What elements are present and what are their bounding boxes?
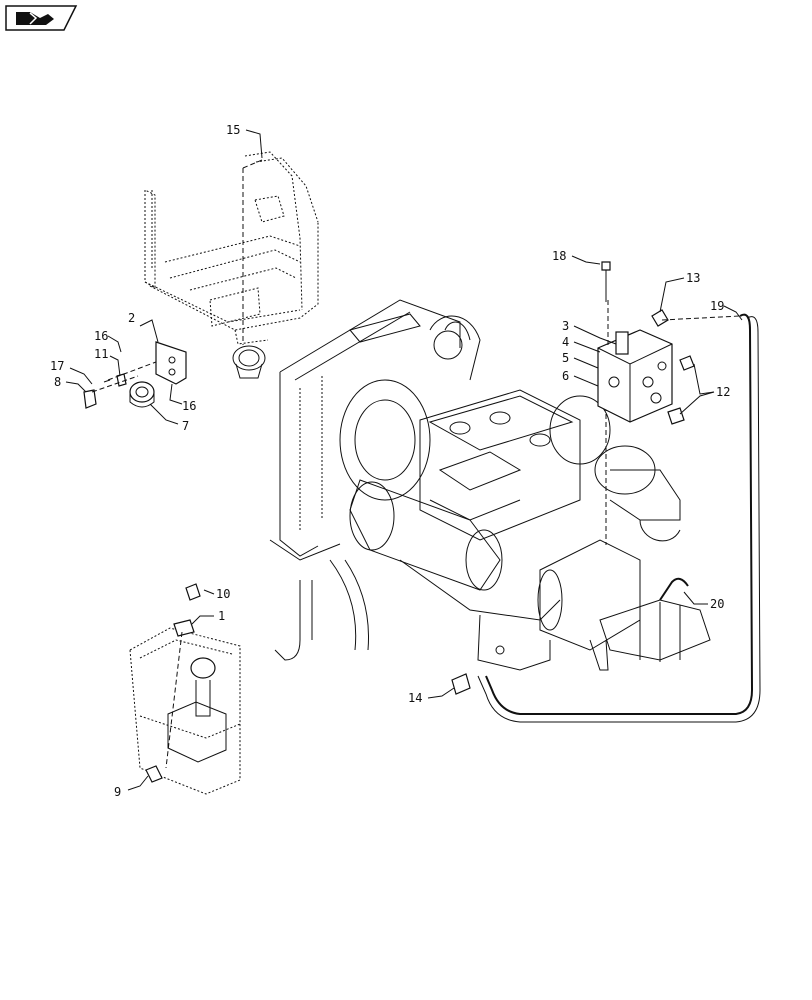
callout-3: 3: [562, 319, 569, 333]
callout-6: 6: [562, 369, 569, 383]
callout-17: 17: [50, 359, 64, 373]
book-arrow-icon: [16, 12, 54, 25]
callout-10: 10: [216, 587, 230, 601]
callout-16a: 16: [94, 329, 108, 343]
callout-12: 12: [716, 385, 730, 399]
callout-18: 18: [552, 249, 566, 263]
callout-15: 15: [226, 123, 240, 137]
callout-16b: 16: [182, 399, 196, 413]
engine-assembly: [269, 299, 711, 671]
operator-frame: [144, 151, 319, 379]
callout-20: 20: [710, 597, 724, 611]
nav-tab[interactable]: [5, 5, 78, 31]
callout-9: 9: [114, 785, 121, 799]
mount-bracket-group: [83, 341, 187, 409]
callout-4: 4: [562, 335, 569, 349]
leader-lines: [65, 129, 743, 791]
callout-5: 5: [562, 351, 569, 365]
valve-block-group: [477, 261, 761, 723]
joystick-console: [129, 583, 241, 795]
callout-8: 8: [54, 375, 61, 389]
callout-7: 7: [182, 419, 189, 433]
callout-13: 13: [686, 271, 700, 285]
callout-1: 1: [218, 609, 225, 623]
callout-labels: 1 2 3 4 5 6 7 8 9 10 11 12 13 14 15 16 1…: [50, 123, 730, 799]
callout-11: 11: [94, 347, 108, 361]
callout-19: 19: [710, 299, 724, 313]
callout-2: 2: [128, 311, 135, 325]
callout-14: 14: [408, 691, 422, 705]
